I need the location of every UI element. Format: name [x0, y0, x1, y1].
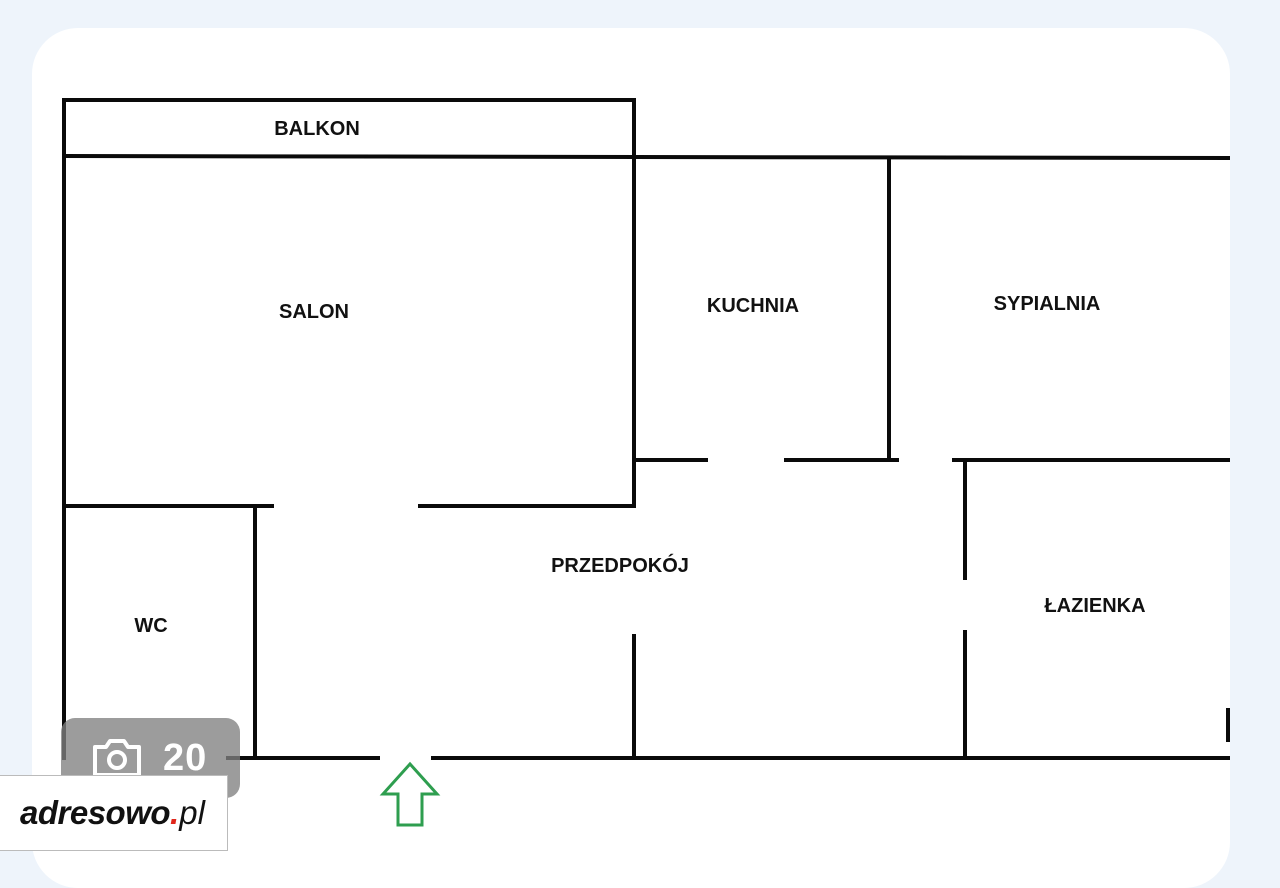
room-label-salon: SALON [279, 301, 349, 323]
room-label-balkon: BALKON [274, 118, 360, 140]
brand-dot: . [170, 794, 180, 831]
brand-logo[interactable]: adresowo.pl [0, 775, 228, 851]
room-label-lazienka: ŁAZIENKA [1044, 595, 1145, 617]
floor-plan: BALKON SALON KUCHNIA SYPIALNIA WC PRZEDP… [61, 98, 1230, 827]
camera-icon [93, 739, 141, 777]
room-label-sypialnia: SYPIALNIA [994, 293, 1101, 315]
brand-tld: pl [179, 794, 205, 831]
walls [61, 98, 1230, 760]
room-label-kuchnia: KUCHNIA [707, 295, 799, 317]
room-label-przedpokoj: PRZEDPOKÓJ [551, 553, 689, 577]
entrance-arrow-icon [379, 761, 441, 827]
room-label-wc: WC [134, 615, 167, 637]
photo-count: 20 [163, 736, 208, 779]
brand-name: adresowo [20, 794, 171, 831]
